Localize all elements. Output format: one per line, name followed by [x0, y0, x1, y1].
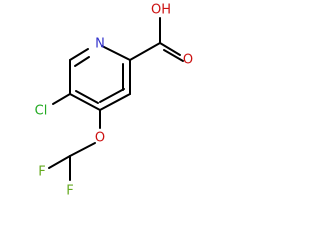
bond-carbon-fluorine-left — [48, 155, 71, 169]
hydroxyl-label: OH — [151, 3, 171, 18]
background — [0, 0, 200, 200]
fluorine-left-label: F — [38, 165, 45, 180]
bond-c6-c5-inner — [75, 90, 99, 104]
bond-ring-carboxyl — [129, 42, 161, 61]
chemical-structure: N OH O Cl O F F — [0, 0, 200, 200]
bond-carboxyl-carbonyl — [159, 42, 181, 56]
bond-n-c2 — [69, 48, 89, 61]
nitrogen-label: N — [95, 37, 105, 52]
bond-ether-oxygen-carbon — [69, 142, 96, 157]
bond-ring-chlorine — [52, 93, 71, 105]
bond-c5-c4-inner — [99, 88, 125, 103]
bond-c2-c3 — [101, 45, 131, 61]
bond-carboxyl-carbonyl-double — [163, 49, 184, 62]
chlorine-label: Cl — [35, 104, 48, 119]
carbonyl-oxygen-label: O — [183, 53, 193, 68]
bond-c6-c5 — [69, 93, 101, 111]
bond-n-c2-inner — [74, 56, 90, 67]
bond-c5-c4 — [99, 93, 131, 111]
fluorine-right-label: F — [66, 184, 73, 199]
ether-oxygen-label: O — [95, 131, 105, 146]
